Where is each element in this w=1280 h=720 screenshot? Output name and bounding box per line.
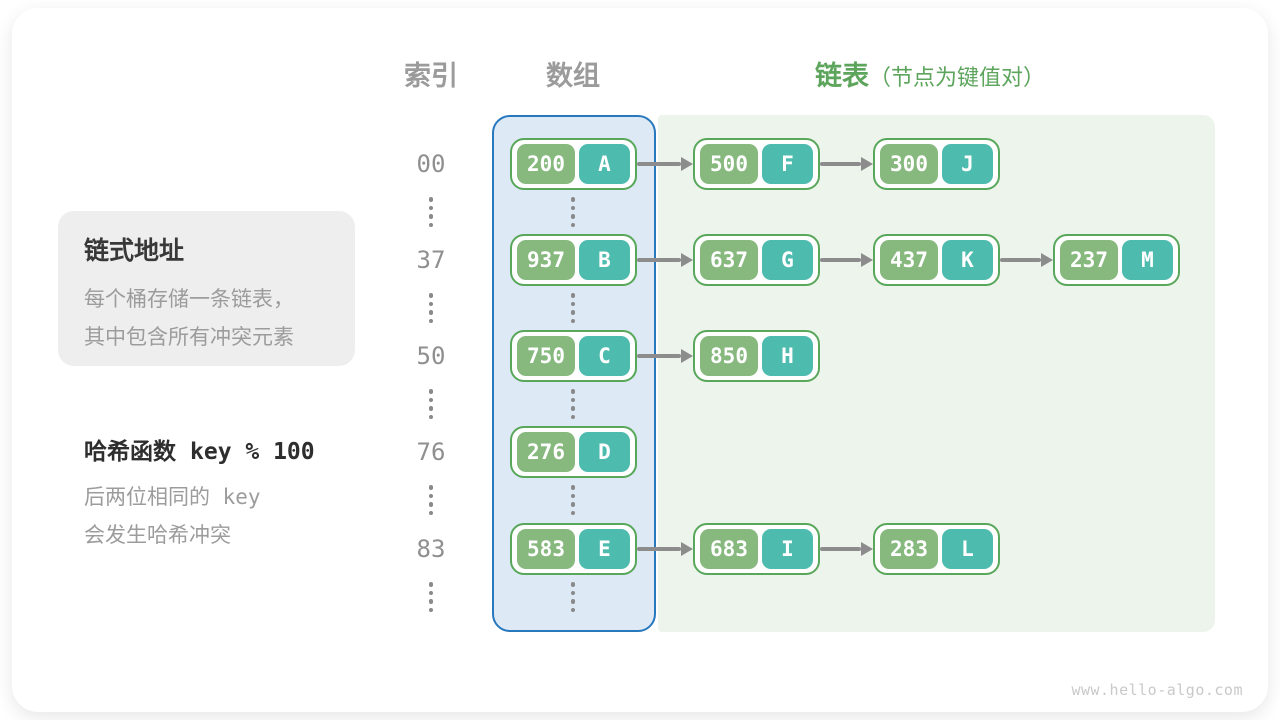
ellipsis-dots (428, 582, 434, 612)
node-key: 683 (700, 529, 758, 569)
method-callout: 链式地址 每个桶存储一条链表， 其中包含所有冲突元素 (58, 211, 355, 366)
node-value: D (579, 432, 630, 472)
arrow-icon (637, 542, 693, 556)
index-label: 37 (416, 246, 446, 274)
header-linked-list-note: （节点为键值对） (868, 65, 1045, 90)
list-node: 637 G (693, 234, 820, 286)
node-value: I (762, 529, 813, 569)
node-key: 283 (880, 529, 938, 569)
header-index: 索引 (404, 61, 458, 91)
node-value: L (942, 529, 993, 569)
node-value: M (1122, 240, 1173, 280)
header-linked-list-label: 链表 (814, 61, 869, 91)
list-node: 850 H (693, 330, 820, 382)
hash-formula: key % 100 (190, 439, 315, 465)
header-array: 数组 (546, 61, 600, 91)
node-value: J (942, 144, 993, 184)
callout-line: 每个桶存储一条链表， (84, 288, 294, 311)
node-value: E (579, 529, 630, 569)
node-value: A (579, 144, 630, 184)
hash-note-title: 哈希函数 key % 100 (84, 432, 384, 466)
arrow-icon (637, 253, 693, 267)
node-key: 437 (880, 240, 938, 280)
node-key: 237 (1060, 240, 1118, 280)
node-value: F (762, 144, 813, 184)
list-node: 283 L (873, 523, 1000, 575)
node-key: 583 (517, 529, 575, 569)
arrow-icon (637, 349, 693, 363)
bucket-node: 583 E (510, 523, 637, 575)
node-key: 850 (700, 336, 758, 376)
arrow-icon (637, 157, 693, 171)
node-value: H (762, 336, 813, 376)
ellipsis-dots (570, 485, 576, 515)
bucket-node: 276 D (510, 426, 637, 478)
node-key: 276 (517, 432, 575, 472)
list-node: 500 F (693, 138, 820, 190)
ellipsis-dots (428, 197, 434, 227)
list-node: 300 J (873, 138, 1000, 190)
ellipsis-dots (428, 389, 434, 419)
callout-title: 链式地址 (84, 237, 185, 265)
node-value: B (579, 240, 630, 280)
node-key: 937 (517, 240, 575, 280)
index-label: 50 (416, 342, 446, 370)
bucket-node: 750 C (510, 330, 637, 382)
node-key: 300 (880, 144, 938, 184)
node-value: C (579, 336, 630, 376)
hash-function-note: 哈希函数 key % 100 后两位相同的 key 会发生哈希冲突 (84, 432, 384, 554)
index-label: 83 (416, 535, 446, 563)
hash-note-line: 会发生哈希冲突 (84, 523, 231, 547)
arrow-icon (820, 542, 873, 556)
arrow-icon (820, 157, 873, 171)
node-value: K (942, 240, 993, 280)
hash-note-title-label: 哈希函数 (84, 438, 176, 464)
node-key: 500 (700, 144, 758, 184)
ellipsis-dots (570, 582, 576, 612)
index-label: 76 (416, 438, 446, 466)
arrow-icon (1000, 253, 1053, 267)
node-key: 637 (700, 240, 758, 280)
bucket-node: 200 A (510, 138, 637, 190)
node-key: 200 (517, 144, 575, 184)
watermark: www.hello-algo.com (1071, 681, 1243, 699)
arrow-icon (820, 253, 873, 267)
ellipsis-dots (428, 293, 434, 323)
bucket-node: 937 B (510, 234, 637, 286)
list-node: 683 I (693, 523, 820, 575)
ellipsis-dots (570, 197, 576, 227)
hash-note-line: 后两位相同的 key (84, 485, 261, 509)
ellipsis-dots (570, 293, 576, 323)
header-linked-list: 链表 （节点为键值对） (650, 54, 1210, 93)
callout-line: 其中包含所有冲突元素 (84, 326, 294, 349)
list-node: 437 K (873, 234, 1000, 286)
list-node: 237 M (1053, 234, 1180, 286)
node-key: 750 (517, 336, 575, 376)
index-label: 00 (416, 150, 446, 178)
ellipsis-dots (570, 389, 576, 419)
node-value: G (762, 240, 813, 280)
ellipsis-dots (428, 485, 434, 515)
